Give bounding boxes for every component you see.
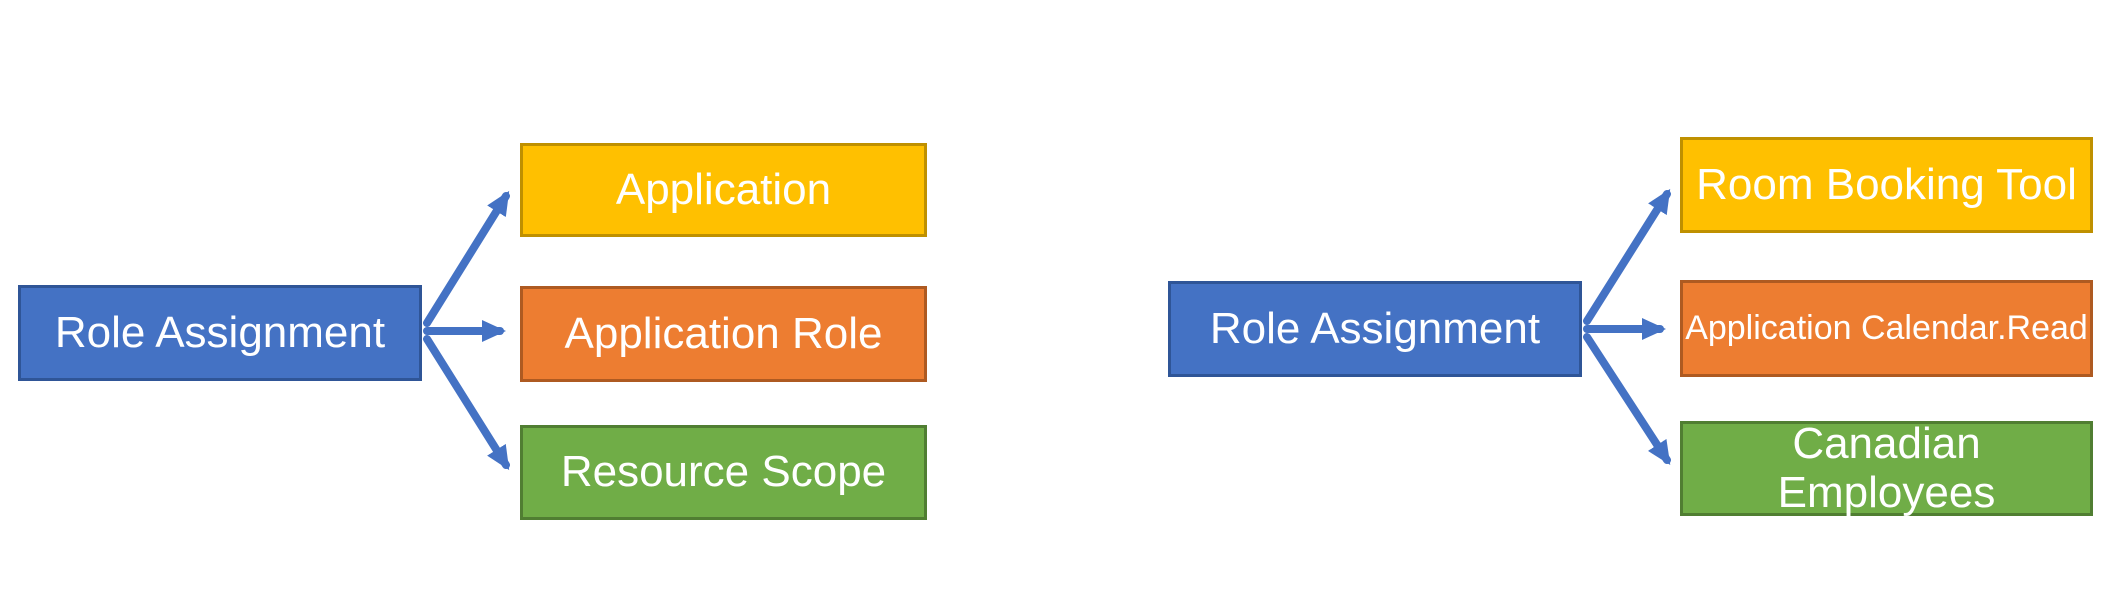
left-node-application-label: Application xyxy=(615,164,832,214)
right-node-room-booking-tool-label: Room Booking Tool xyxy=(1696,159,2077,209)
left-node-resource-scope-label: Resource Scope xyxy=(560,447,887,497)
right-node-role-assignment-label: Role Assignment xyxy=(1209,303,1541,353)
left-node-application-role-label: Application Role xyxy=(564,308,883,358)
right-node-canadian-employees-label: Canadian Employees xyxy=(1777,419,1996,517)
right-node-role-assignment: Role Assignment xyxy=(1168,281,1582,377)
left-arrow-role-to-application-icon xyxy=(423,190,510,327)
right-node-application-calendar-read-label: Application Calendar.Read xyxy=(1685,308,2088,347)
right-arrow-role-to-canadian-employees-icon xyxy=(1583,333,1671,466)
right-arrow-role-to-room-booking-tool-icon xyxy=(1583,188,1671,325)
left-node-resource-scope: Resource Scope xyxy=(520,425,927,520)
right-node-application-calendar-read: Application Calendar.Read xyxy=(1680,280,2093,377)
left-node-role-assignment: Role Assignment xyxy=(18,285,422,381)
left-arrow-role-to-resource-scope-icon xyxy=(423,335,510,471)
left-node-role-assignment-label: Role Assignment xyxy=(54,307,386,357)
right-node-room-booking-tool: Room Booking Tool xyxy=(1680,137,2093,233)
left-node-application: Application xyxy=(520,143,927,237)
left-node-application-role: Application Role xyxy=(520,286,927,382)
right-node-canadian-employees: Canadian Employees xyxy=(1680,419,2093,517)
